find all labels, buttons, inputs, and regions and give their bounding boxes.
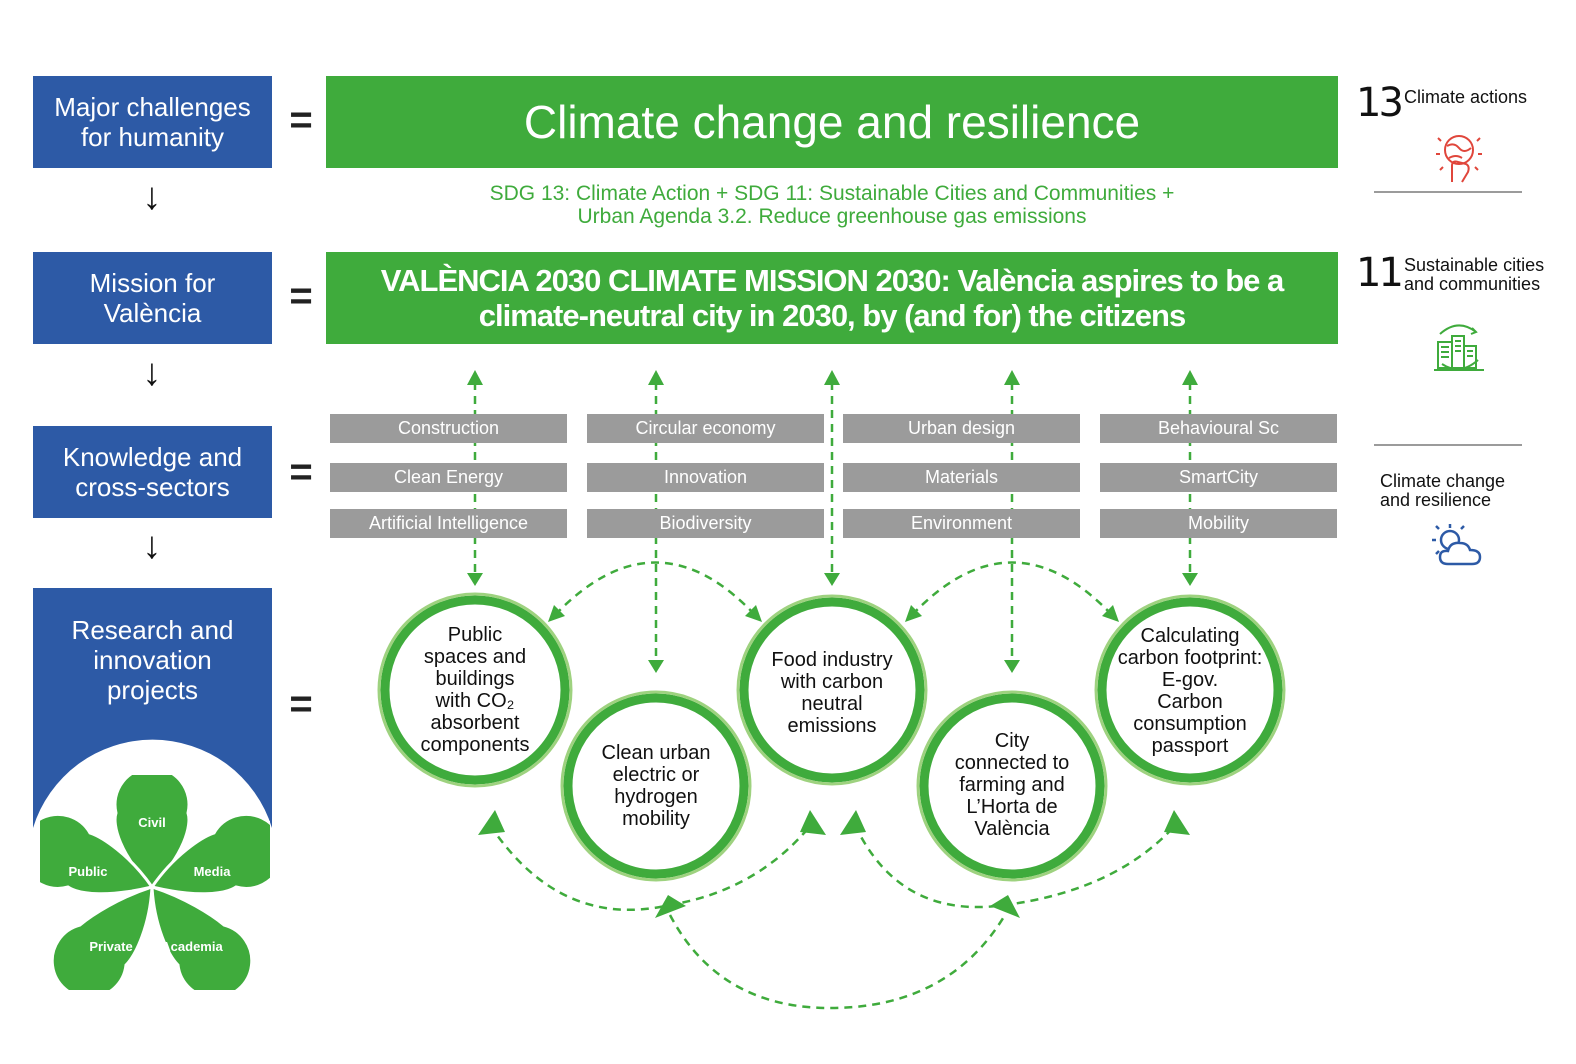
down-arrow-3: ↓ (142, 525, 162, 567)
project-city-farming: City connected to farming and L’Horta de… (954, 730, 1070, 840)
equals-3: = (289, 450, 313, 494)
label-academia: Academia (161, 939, 223, 954)
project-circle-3 (739, 597, 925, 783)
label-civil: Civil (138, 815, 166, 830)
label-public: Public (68, 864, 108, 879)
project-clean-mobility: Clean urban electric or hydrogen mobilit… (601, 742, 711, 830)
equals-2: = (289, 274, 313, 318)
arc-upper-1 (554, 561, 756, 616)
project-circle-5-ring (1094, 594, 1286, 786)
petal-public (40, 812, 155, 896)
project-carbon-footprint: Calculating carbon footprint: E-gov. Car… (1117, 625, 1263, 757)
tag-smartcity: SmartCity (1100, 463, 1337, 492)
equals-1: = (289, 98, 313, 142)
petal-civil (113, 775, 191, 890)
climate-resilience-label: Climate change and resilience (1380, 471, 1506, 510)
stakeholder-flower (40, 775, 270, 990)
down-arrow-2: ↓ (142, 352, 162, 394)
project-circle-4 (919, 693, 1105, 879)
tag-clean-energy: Clean Energy (330, 463, 567, 492)
climate-title: Climate change and resilience (523, 96, 1141, 148)
tag-urban-design: Urban design (843, 414, 1080, 443)
tag-behavioural-sc: Behavioural Sc (1100, 414, 1337, 443)
arc-bottom (668, 914, 1007, 1010)
tag-circular-economy: Circular economy (587, 414, 824, 443)
project-circle-2 (563, 693, 749, 879)
tag-environment: Environment (843, 509, 1080, 538)
tag-artificial-intelligence: Artificial Intelligence (330, 509, 567, 538)
tag-innovation: Innovation (587, 463, 824, 492)
climate-title-bar: Climate change and resilience (326, 76, 1338, 168)
project-circle-1 (380, 595, 570, 785)
petal-media (149, 812, 270, 896)
tag-materials: Materials (843, 463, 1080, 492)
tag-construction: Construction (330, 414, 567, 443)
sdg13-number: 13 (1356, 80, 1404, 126)
project-circle-2-ring (560, 690, 752, 882)
research-box-label: Research and innovation projects (71, 615, 234, 705)
challenges-box: Major challenges for humanity (33, 76, 272, 168)
project-circle-4-ring (916, 690, 1108, 882)
petal-academia (150, 884, 254, 990)
mission-bar: VALÈNCIA 2030 CLIMATE MISSION 2030: Valè… (326, 252, 1338, 344)
mission-text: VALÈNCIA 2030 CLIMATE MISSION 2030: Valè… (380, 263, 1284, 333)
sun-cloud-icon (1432, 524, 1482, 566)
tag-mobility: Mobility (1100, 509, 1337, 538)
petal-private (50, 884, 154, 990)
sdg13-label: Climate actions (1404, 87, 1528, 107)
project-circle-5 (1097, 597, 1283, 783)
project-circle-1-ring (377, 592, 573, 788)
knowledge-box: Knowledge and cross-sectors (33, 426, 272, 518)
sustainable-cities-icon (1434, 324, 1484, 371)
mission-box: Mission for València (33, 252, 272, 344)
research-box-shape (33, 588, 272, 828)
sidebar-divider-1 (1374, 191, 1522, 193)
project-food-industry: Food industry with carbon neutral emissi… (771, 649, 893, 737)
sdg11-number: 11 (1356, 250, 1404, 296)
sdg11-label: Sustainable cities and communities (1404, 255, 1545, 294)
sidebar-divider-2 (1374, 444, 1522, 446)
project-circle-3-ring (736, 594, 928, 786)
label-private: Private (89, 939, 133, 954)
label-media: Media (193, 864, 231, 879)
tag-biodiversity: Biodiversity (587, 509, 824, 538)
equals-4: = (289, 682, 313, 726)
arc-upper-2 (911, 561, 1113, 616)
down-arrow-1: ↓ (142, 176, 162, 218)
sdg-subtitle: SDG 13: Climate Action + SDG 11: Sustain… (489, 182, 1175, 228)
project-public-spaces: Public spaces and buildings with CO₂ abs… (420, 624, 530, 756)
climate-action-icon (1436, 135, 1482, 183)
